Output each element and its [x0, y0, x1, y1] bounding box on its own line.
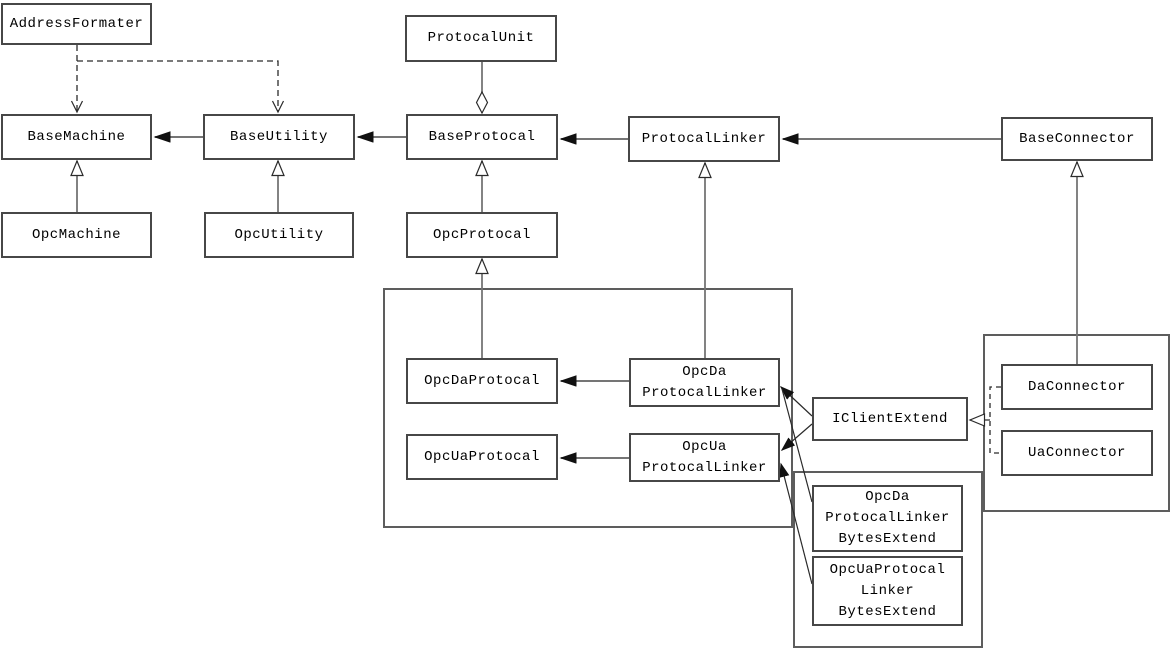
class-label: OpcUtility	[234, 226, 324, 243]
class-label: AddressFormater	[9, 15, 144, 32]
class-box-opc-protocal: OpcProtocal	[406, 212, 558, 258]
class-box-base-connector: BaseConnector	[1001, 117, 1153, 161]
class-label: BaseConnector	[1019, 130, 1135, 147]
class-box-base-protocal: BaseProtocal	[406, 114, 558, 160]
class-box-base-utility: BaseUtility	[203, 114, 355, 160]
class-box-protocal-linker: ProtocalLinker	[628, 116, 780, 162]
group-bytes-extend	[793, 471, 983, 648]
class-label: OpcDaProtocal	[424, 372, 540, 389]
class-label: ProtocalLinker	[641, 130, 767, 147]
class-label: ProtocalLinker	[642, 384, 767, 401]
class-label: ProtocalLinker	[642, 459, 767, 476]
dep-addressformater-baseutility	[77, 60, 285, 114]
class-label: IClientExtend	[832, 410, 948, 427]
class-box-opc-da-protocal: OpcDaProtocal	[406, 358, 558, 404]
class-label: ProtocalUnit	[427, 30, 535, 46]
class-box-address-formater: AddressFormater	[1, 3, 152, 45]
class-label: OpcUaProtocal	[829, 561, 946, 578]
class-label: BaseProtocal	[428, 128, 536, 145]
class-box-iclient-extend: IClientExtend	[812, 397, 968, 441]
assoc-uabytesextend-opcualinker	[781, 464, 813, 585]
class-label: BaseUtility	[230, 128, 328, 145]
class-label: OpcDa	[865, 489, 910, 505]
class-box-protocal-unit: ProtocalUnit	[405, 15, 557, 62]
class-label: OpcProtocal	[433, 226, 531, 243]
assoc-iclientextend-opcdalinker	[781, 387, 813, 417]
class-label: DaConnector	[1028, 378, 1126, 395]
class-label: BytesExtend	[838, 603, 937, 620]
class-box-opc-machine: OpcMachine	[1, 212, 152, 258]
class-label: OpcMachine	[31, 226, 121, 243]
assoc-iclientextend-opcualinker	[782, 423, 813, 450]
class-label: OpcUa	[682, 438, 727, 455]
assoc-dabytesextend-opcdalinker	[781, 388, 813, 503]
class-label: Linker	[860, 582, 915, 599]
class-box-base-machine: BaseMachine	[1, 114, 152, 160]
class-box-da-connector: DaConnector	[1001, 364, 1153, 410]
class-label: OpcDa	[682, 363, 727, 380]
class-box-opc-ua-protocal: OpcUaProtocal	[406, 434, 558, 480]
class-label: ProtocalLinker	[825, 510, 950, 526]
class-label: BaseMachine	[27, 128, 126, 145]
class-label: BytesExtend	[838, 531, 937, 547]
real-connectors-junction	[989, 386, 1001, 454]
class-box-ua-connector: UaConnector	[1001, 430, 1153, 476]
group-opc-protocal-family	[383, 288, 793, 528]
class-label: OpcUaProtocal	[424, 448, 540, 465]
class-label: UaConnector	[1028, 444, 1126, 461]
class-box-opc-utility: OpcUtility	[204, 212, 354, 258]
